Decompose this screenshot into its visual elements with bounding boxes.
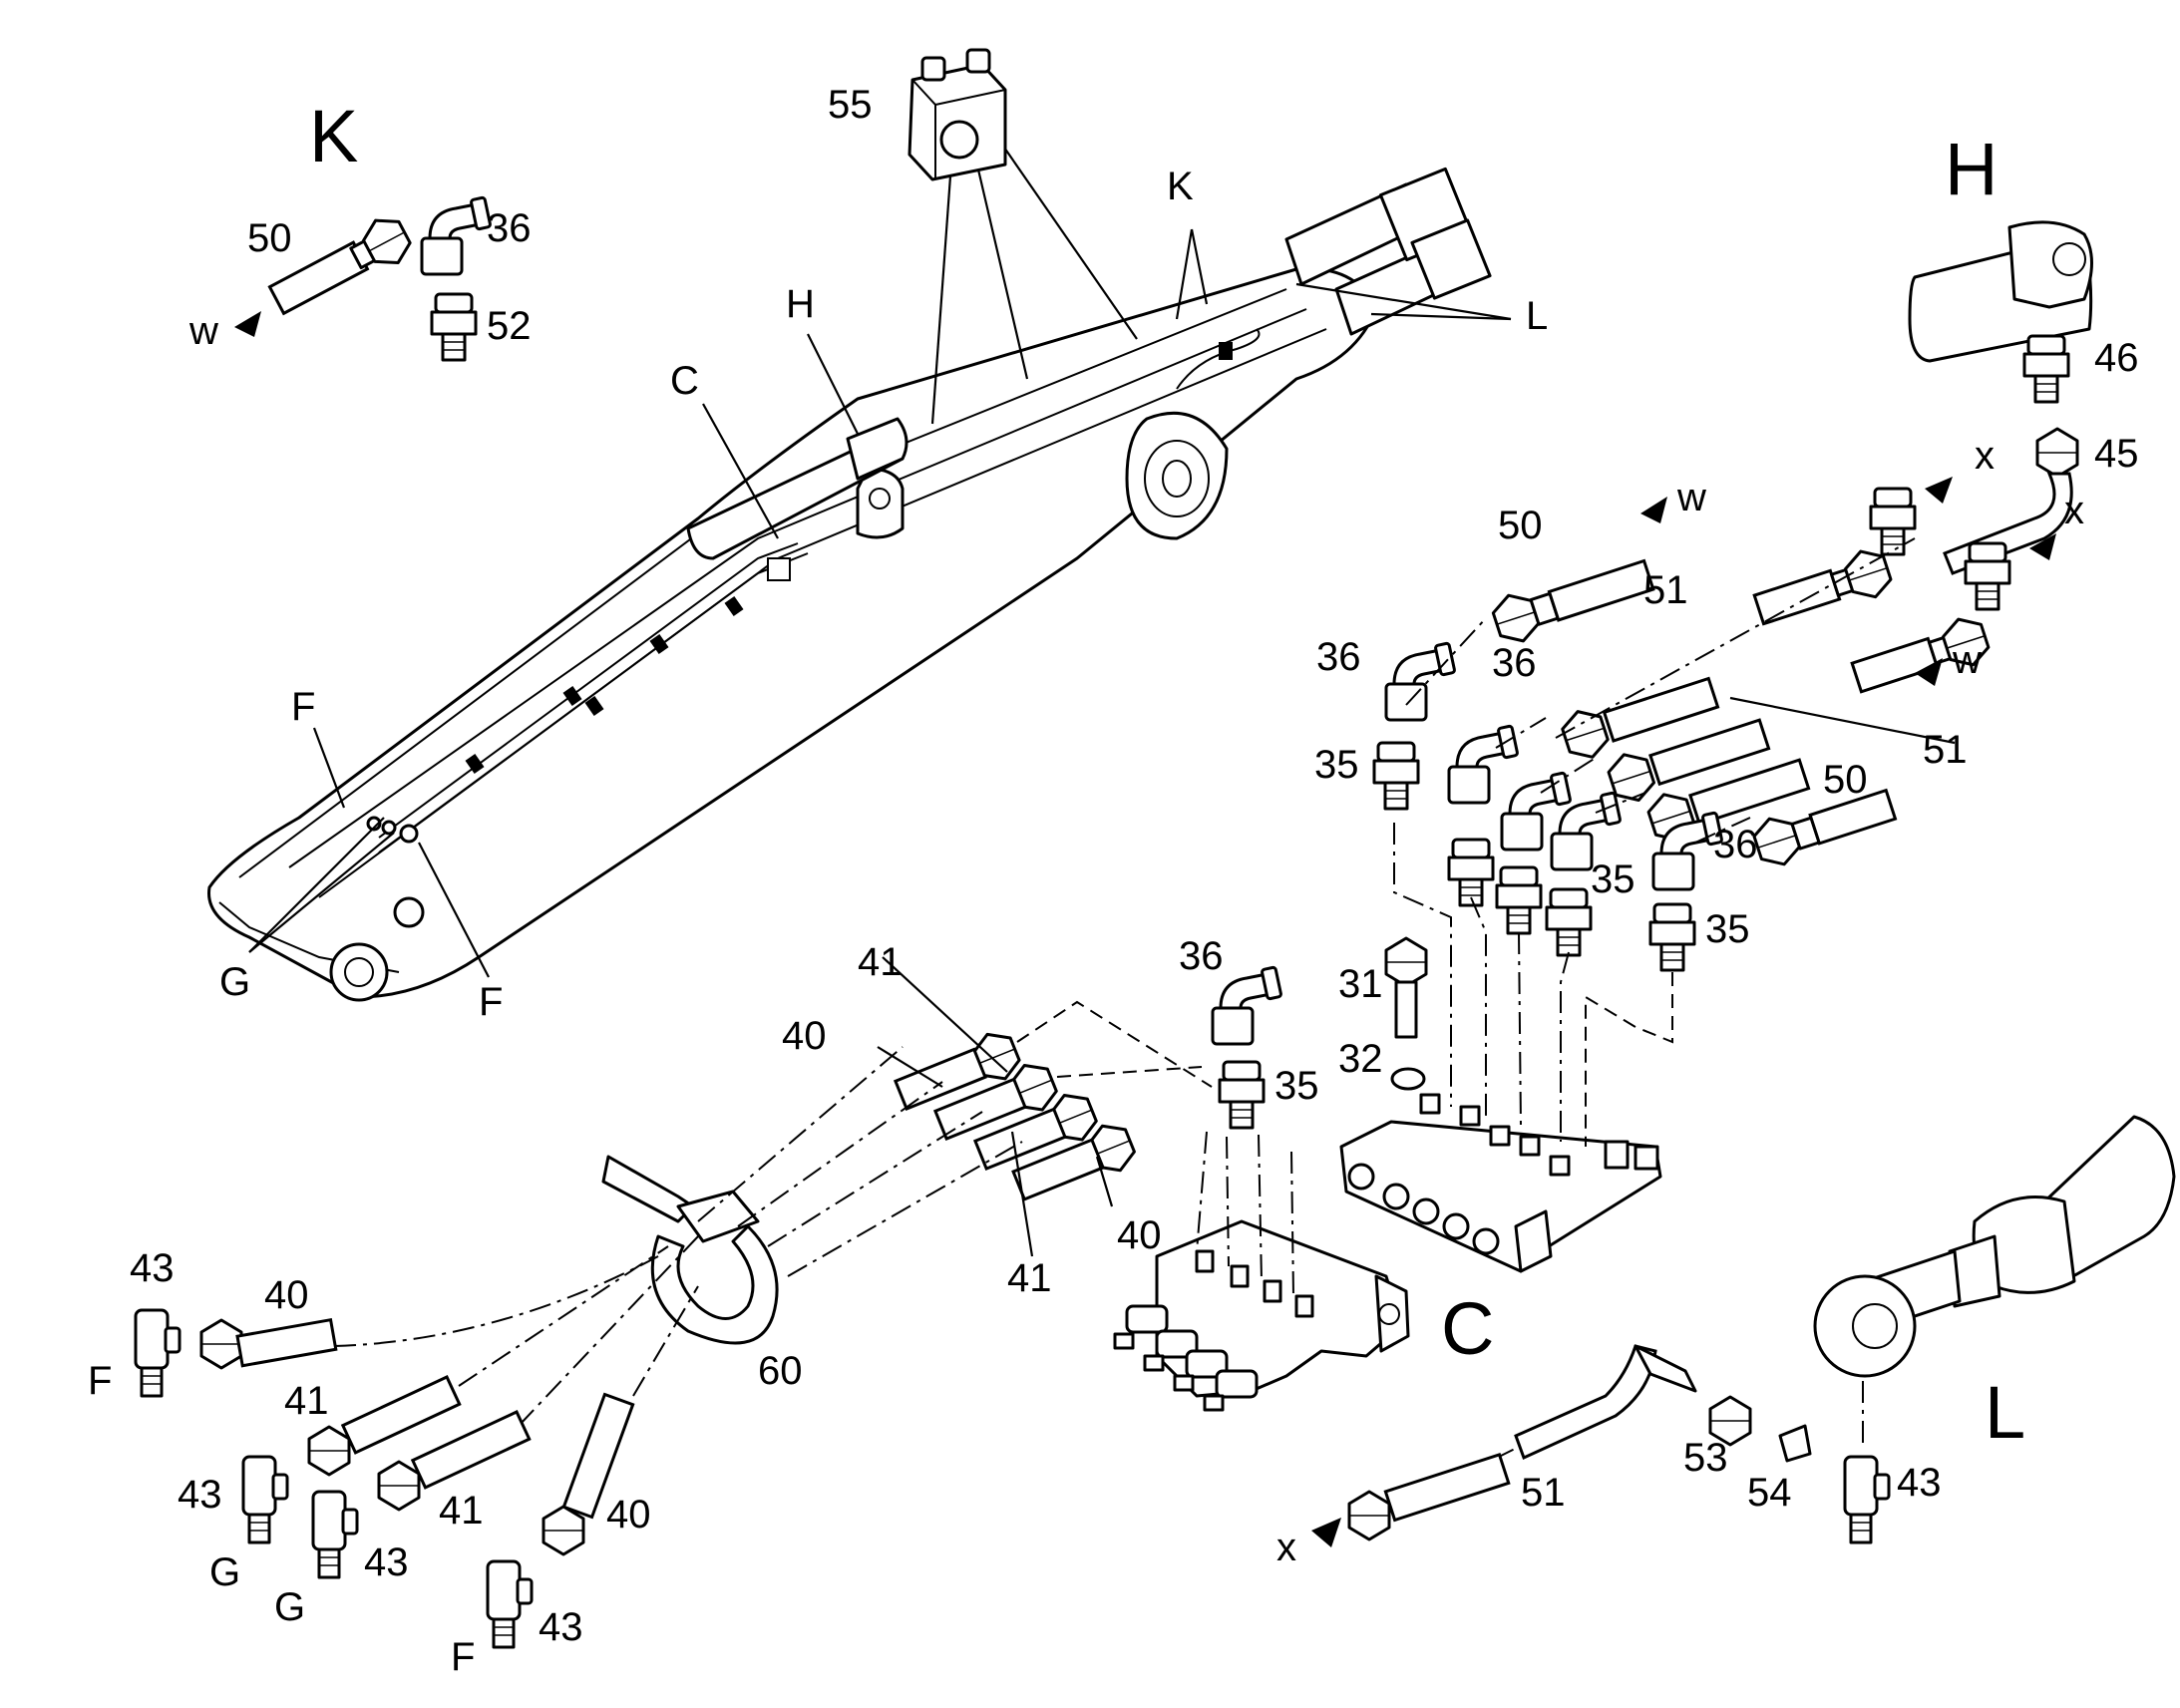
cable-tie-60	[601, 1155, 779, 1345]
bolt-31	[1384, 936, 1428, 1039]
end-41-mid-label: 41	[439, 1489, 484, 1533]
mid-part-35-label: 35	[1274, 1064, 1319, 1108]
section-l-title: L	[1985, 1371, 2025, 1454]
clamp-55	[908, 48, 1007, 181]
end-43-f-top-label: 43	[130, 1246, 175, 1290]
mid-part-40-right-label: 40	[1117, 1213, 1162, 1257]
end-40-right-label: 40	[606, 1493, 651, 1537]
boom-label-k: K	[1167, 165, 1194, 208]
section-l-group	[1347, 1115, 2176, 1544]
mid-part-36-label: 36	[1179, 934, 1224, 978]
mid-part-41-bottom-label: 41	[1007, 1256, 1052, 1300]
end-f-bottom-label: F	[451, 1635, 475, 1679]
section-h-title: H	[1945, 128, 1998, 210]
end-f-top-label: F	[88, 1359, 112, 1403]
c-part-36-mid-label: 36	[1492, 641, 1537, 685]
section-c-hoses: w	[1339, 476, 2056, 1273]
c-flow-w-top: w	[1676, 476, 1706, 519]
h-flow-x-right: x	[2064, 489, 2084, 532]
section-k-title: K	[309, 95, 358, 177]
grease-nipples-row	[1113, 1304, 1259, 1412]
c-part-36-right-label: 36	[1713, 823, 1758, 866]
section-c-title: C	[1441, 1287, 1494, 1370]
cable-tie-60-label: 60	[758, 1349, 803, 1393]
end-g-right-label: G	[274, 1585, 305, 1629]
k-flow-w: w	[188, 309, 218, 353]
c-flow-w-right: w	[1952, 638, 1982, 682]
l-part-51-label: 51	[1521, 1471, 1566, 1515]
c-part-51-top-label: 51	[1643, 568, 1688, 612]
end-g-left-label: G	[209, 1550, 240, 1594]
boom-label-f-top: F	[291, 685, 315, 729]
c-part-36-left-label: 36	[1316, 635, 1361, 679]
k-part-50-label: 50	[247, 216, 292, 260]
c-part-35-left-label: 35	[1314, 743, 1359, 787]
l-part-53-label: 53	[1683, 1436, 1728, 1480]
h-part-45-label: 45	[2094, 432, 2139, 476]
boom-label-c: C	[670, 359, 699, 403]
end-43-f-bottom-label: 43	[539, 1605, 583, 1649]
k-part-36-label: 36	[487, 206, 532, 250]
section-k-group	[267, 195, 493, 362]
end-41-left-label: 41	[284, 1379, 329, 1423]
boom-label-g: G	[219, 960, 250, 1004]
lower-manifold-group	[134, 956, 1410, 1649]
h-flow-x-top: x	[1975, 434, 1995, 478]
manifold-c	[1339, 1093, 1662, 1273]
mid-part-40-top-label: 40	[782, 1014, 827, 1058]
part-55-label: 55	[828, 83, 873, 127]
c-part-31-label: 31	[1338, 962, 1383, 1006]
l-part-54-label: 54	[1747, 1471, 1792, 1515]
h-part-46-label: 46	[2094, 336, 2139, 380]
c-part-50-right-label: 50	[1823, 758, 1868, 802]
mid-part-41-top-label: 41	[858, 940, 903, 984]
c-part-51-right-label: 51	[1923, 728, 1968, 772]
boom-label-l: L	[1526, 294, 1548, 338]
line-clamps	[465, 342, 1233, 774]
boom-cylinders	[1284, 167, 1492, 336]
c-part-50-top-label: 50	[1498, 504, 1543, 547]
end-43-g-left-label: 43	[178, 1473, 222, 1517]
washer-32	[1390, 1067, 1426, 1091]
l-part-43-label: 43	[1897, 1461, 1942, 1505]
k-part-52-label: 52	[487, 304, 532, 348]
c-part-35-mid-label: 35	[1591, 857, 1635, 901]
l-flow-x: x	[1276, 1526, 1296, 1569]
boom-label-h: H	[786, 282, 815, 326]
c-part-32-label: 32	[1338, 1037, 1383, 1081]
c-part-35-right-label: 35	[1705, 907, 1750, 951]
l-flow-arrow	[1311, 1518, 1341, 1547]
k-flow-arrow	[234, 311, 261, 337]
end-40-left-label: 40	[264, 1273, 309, 1317]
boom-label-f-bottom: F	[479, 980, 503, 1024]
boom-illustration	[207, 167, 1492, 1002]
end-43-g-right-label: 43	[364, 1540, 409, 1584]
